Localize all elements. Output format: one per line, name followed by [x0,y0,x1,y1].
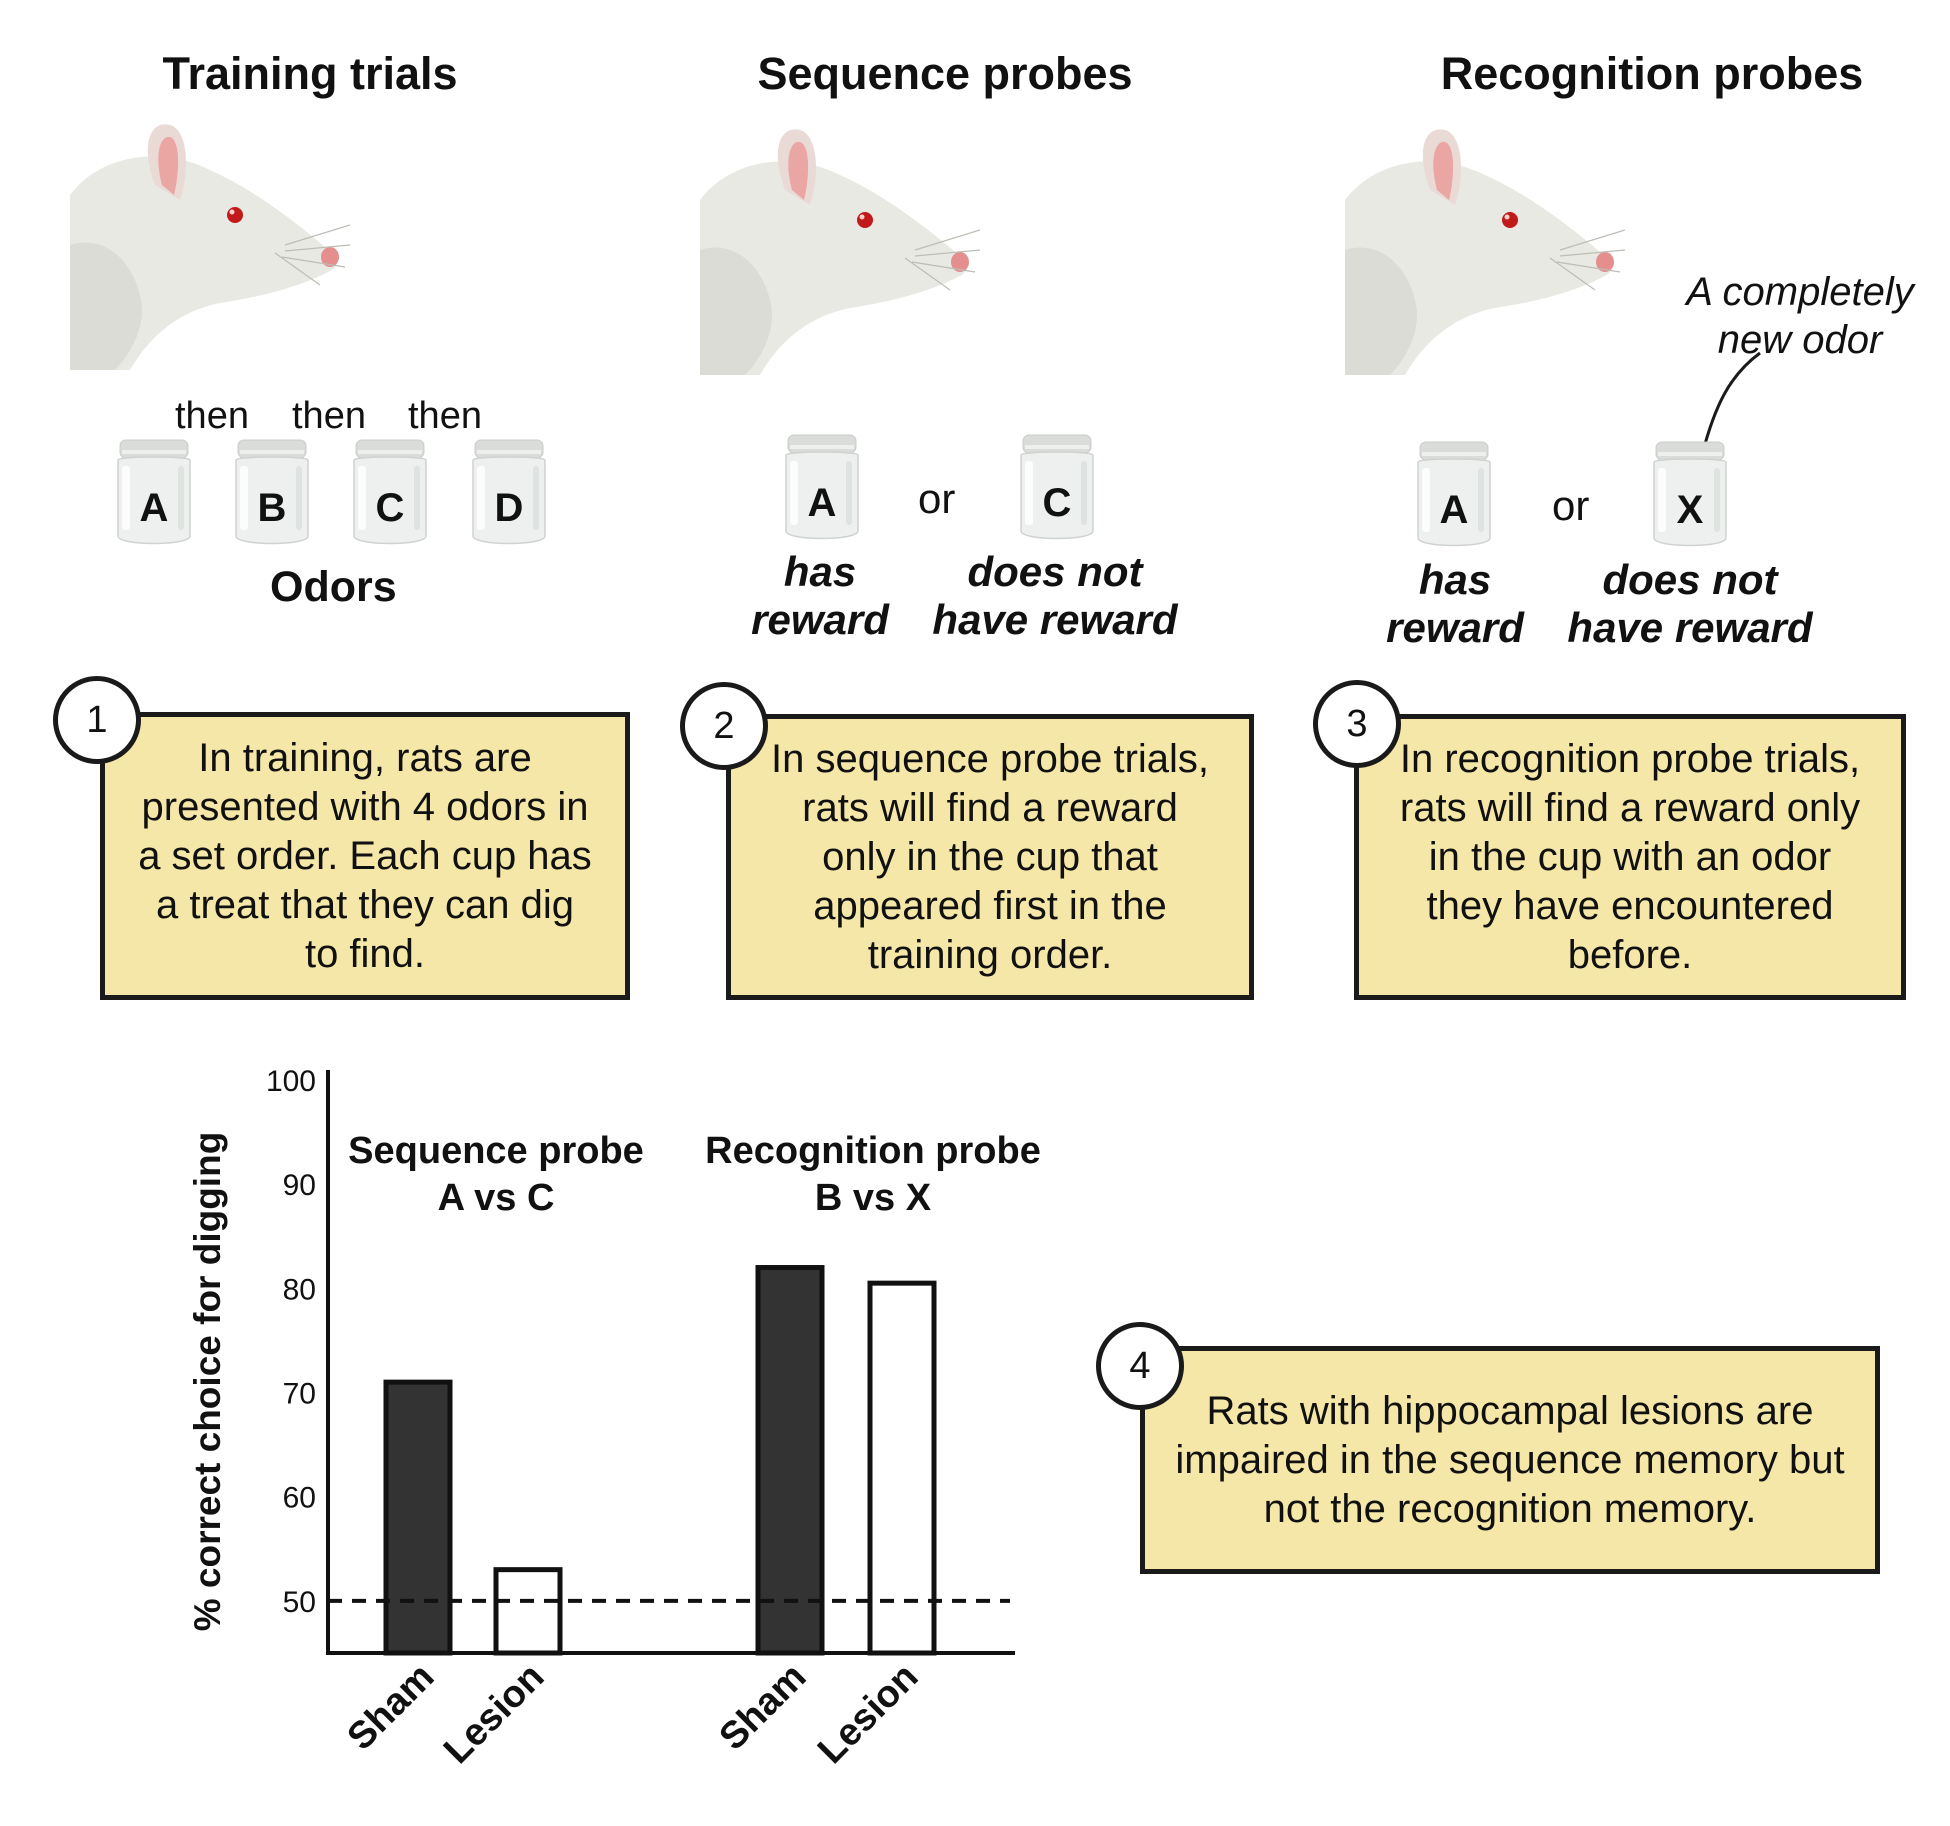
x-tick-label: Lesion [810,1656,926,1772]
x-tick-label: Lesion [436,1656,552,1772]
bar-sham [755,1265,825,1656]
y-tick-label: 60 [283,1482,316,1515]
conclusion-text: Rats with hippocampal lesions are impair… [1175,1388,1845,1531]
y-tick-label: 100 [266,1065,316,1098]
cup-letter: C [375,486,405,530]
group-title: Sequence probe [348,1130,644,1172]
no-reward-label: does not have reward [932,548,1178,643]
odors-label: Odors [270,563,397,611]
cup-letter: A [1439,488,1469,532]
y-tick-label: 50 [283,1586,316,1619]
bar-lesion [493,1567,563,1656]
odor-cup: B [234,438,310,548]
x-tick-label: Sham [711,1656,814,1759]
explanation-box-1: In training, rats are presented with 4 o… [100,712,630,1000]
group-title: Recognition probe [705,1130,1041,1172]
new-odor-note: A completely new odor [1686,270,1914,362]
odor-cup: D [471,438,547,548]
has-reward-label: has reward [751,548,889,643]
or-label: or [918,475,956,522]
odor-cup: A [784,433,860,543]
panel-title-recognition: Recognition probes [1440,48,1864,99]
cup-letter: A [807,481,837,525]
explanation-box-2: In sequence probe trials, rats will find… [726,714,1254,1000]
then-label: then [175,395,249,437]
odor-cup: A [116,438,192,548]
no-reward-label: does not have reward [1567,556,1813,651]
step-number-badge: 3 [1313,680,1401,768]
odor-cup: X [1652,440,1728,550]
step-number-badge: 1 [53,676,141,764]
has-reward-label: has reward [1386,556,1524,651]
cup-letter: X [1676,488,1704,532]
y-axis-label: % correct choice for digging [187,1132,228,1632]
explanation-text: In training, rats are presented with 4 o… [138,735,592,976]
y-tick-label: 70 [283,1378,316,1411]
group-subtitle: A vs C [438,1177,555,1219]
rat-illustration-recognition [1345,120,1625,380]
or-label: or [1552,482,1590,529]
odor-cup: C [1019,433,1095,543]
group-subtitle: B vs X [815,1177,932,1219]
odor-cup: C [352,438,428,548]
rat-illustration-training [70,115,350,375]
rat-illustration-sequence [700,120,980,380]
cup-letter: A [139,486,169,530]
bar-lesion [867,1280,937,1656]
panel-title-sequence: Sequence probes [757,48,1133,99]
step-number-badge: 4 [1096,1322,1184,1410]
bar-sham [383,1379,453,1656]
then-label: then [408,395,482,437]
y-tick-label: 90 [283,1169,316,1202]
step-number-badge: 2 [680,682,768,770]
cup-letter: D [494,486,524,530]
explanation-box-3: In recognition probe trials, rats will f… [1354,714,1906,1000]
conclusion-box: Rats with hippocampal lesions are impair… [1140,1346,1880,1574]
explanation-text: In sequence probe trials, rats will find… [770,736,1210,977]
results-bar-chart: 50 60 70 80 90 100 % correct choice for diggin… [187,1065,1041,1772]
explanation-text: In recognition probe trials, rats will f… [1399,736,1861,977]
x-tick-label: Sham [339,1656,442,1759]
then-label: then [292,395,366,437]
cup-letter: C [1042,481,1072,525]
panel-title-training: Training trials [162,48,458,99]
odor-cup: A [1416,440,1492,550]
y-tick-label: 80 [283,1273,316,1306]
cup-letter: B [257,486,287,530]
